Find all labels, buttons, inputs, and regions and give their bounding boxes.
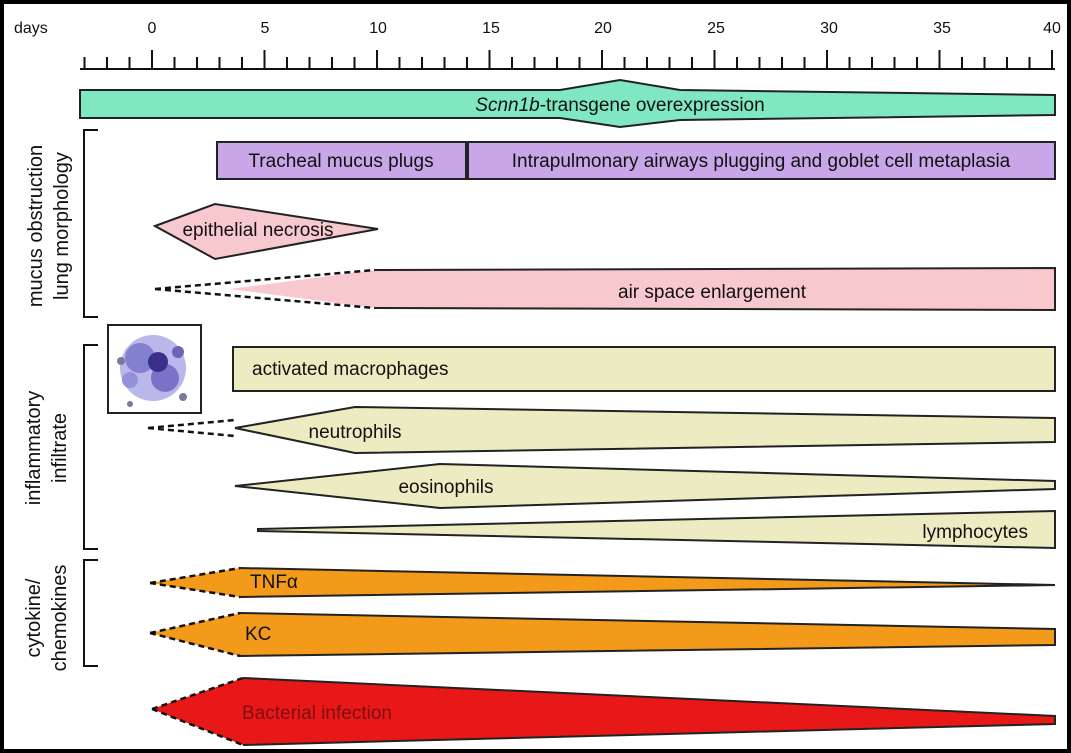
macrophage-micrograph-icon	[108, 325, 201, 413]
tick-label-10: 10	[369, 20, 387, 37]
lymphocytes-label: lymphocytes	[922, 522, 1028, 543]
group-label-mucus: mucus obstruction lung morphology	[25, 145, 73, 307]
mucus-bracket	[84, 130, 98, 317]
kc-label: KC	[245, 624, 271, 645]
intrapulmonary-label: Intrapulmonary airways plugging and gobl…	[512, 151, 1011, 172]
svg-text:inflammatory: inflammatory	[23, 391, 45, 505]
tick-label-25: 25	[707, 20, 725, 37]
tick-label-15: 15	[482, 20, 500, 37]
inflammatory-bracket	[84, 345, 98, 549]
group-label-cytokine: cytokine/ chemokines	[23, 565, 71, 672]
tick-label-40: 40	[1043, 20, 1061, 37]
tick-label-30: 30	[820, 20, 838, 37]
tick-label-20: 20	[594, 20, 612, 37]
eosinophils-bar	[235, 464, 1055, 508]
tnf-label: TNFα	[250, 572, 298, 593]
necrosis-label: epithelial necrosis	[182, 220, 333, 241]
svg-text:lung morphology: lung morphology	[51, 152, 73, 300]
svg-text:mucus obstruction: mucus obstruction	[25, 145, 47, 307]
eosinophils-label: eosinophils	[398, 477, 493, 498]
tick-label-35: 35	[933, 20, 951, 37]
neutrophils-label: neutrophils	[309, 422, 402, 443]
airspace-label: air space enlargement	[618, 282, 807, 303]
transgene-label: Scnn1b-transgene overexpression	[475, 95, 764, 116]
svg-text:cytokine/: cytokine/	[23, 578, 45, 657]
tick-labels: 0 5 10 15 20 25 30 35 40	[148, 20, 1061, 37]
tick-label-5: 5	[261, 20, 270, 37]
bacterial-label: Bacterial infection	[242, 703, 392, 724]
cytokine-bracket	[84, 560, 98, 666]
neutrophils-dashed-onset	[148, 420, 235, 436]
macrophages-label: activated macrophages	[252, 359, 448, 380]
group-label-inflammatory: inflammatory infiltrate	[23, 391, 71, 505]
axis-unit-label: days	[14, 20, 48, 37]
tracheal-plugs-label: Tracheal mucus plugs	[248, 151, 433, 172]
svg-text:infiltrate: infiltrate	[49, 413, 71, 483]
axis-ticks	[85, 50, 1053, 69]
svg-text:chemokines: chemokines	[49, 565, 71, 672]
tick-label-0: 0	[148, 20, 157, 37]
